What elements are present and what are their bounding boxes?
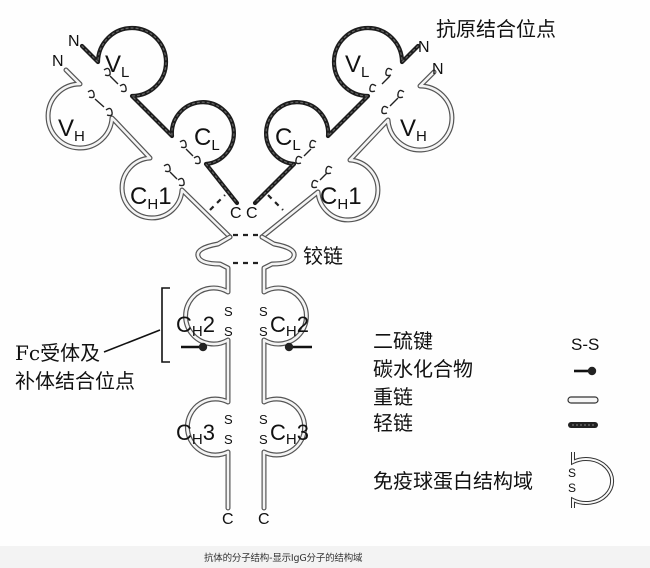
c-terminus-light-right: C [246,205,258,222]
right-heavy-chain [259,69,455,240]
fc-site-label-line1: Fc受体及 [15,341,100,365]
carbohydrate-right [284,342,312,352]
ig-domain-s-bottom: S [568,481,576,495]
domain-ch2-left: CH2 [176,312,215,340]
fc-site-pointer [103,329,161,353]
carbohydrate-icon [574,366,597,376]
ss-ch2-left-top: S [224,304,233,319]
domain-vh-left: VH [58,115,85,145]
domain-vh-right: VH [400,115,427,145]
domain-ch3-left: CH3 [176,420,215,448]
light-chain-icon [568,422,598,428]
n-terminus-heavy-right: N [432,61,444,78]
domain-ch2-right: CH2 [270,312,309,340]
figure-caption: 抗体的分子结构-显示IgG分子的结构域 [204,553,363,564]
c-terminus-light-left: C [230,205,242,222]
ig-domain-s-top: S [568,466,576,480]
c-terminus-heavy-right: C [258,511,270,528]
legend-label-heavy-chain: 重链 [373,385,413,409]
antigen-binding-site-label: 抗原结合位点 [436,17,556,41]
igg-structure-svg: VL VH CL CH1 VL VH CL CH1 CH2 CH2 CH3 CH… [15,17,615,528]
left-light-chain [79,25,240,206]
left-hl-disulfide [209,194,226,211]
right-fab-arm [252,25,455,240]
legend-label-light-chain: 轻链 [373,411,413,435]
domain-cl-right: CL [275,124,301,154]
carbohydrate-left [181,342,208,352]
caption-bar: 抗体的分子结构-显示IgG分子的结构域 [0,546,650,568]
domain-ch1-left: CH1 [130,183,172,213]
domain-ch1-right: CH1 [320,183,362,213]
ss-ch3-right-bot: S [259,432,268,447]
termini-labels: N N N N C C C C [52,33,444,528]
domain-vl-left: VL [105,51,129,81]
right-hl-disulfide [267,194,284,211]
ss-ch2-left-bot: S [224,324,233,339]
ss-ch2-right-top: S [259,304,268,319]
fc-site-bracket [161,287,170,363]
c-terminus-heavy-left: C [222,511,234,528]
hinge-and-fc [183,233,309,511]
legend: 二硫键 S-S 碳水化合物 重链 轻链 免疫球蛋白结构域 S-S S S [373,329,615,508]
n-terminus-light-left: N [68,33,80,50]
ss-ch3-left-bot: S [224,432,233,447]
n-terminus-heavy-left: N [52,53,64,70]
n-terminus-light-right: N [418,39,430,56]
ss-ch3-right-top: S [259,412,268,427]
legend-label-carbohydrate: 碳水化合物 [373,357,473,381]
legend-label-disulfide: 二硫键 [373,329,433,353]
fc-disulfide-labels: S S S S S S S S [224,304,268,447]
domain-ch3-right: CH3 [270,420,309,448]
domain-cl-left: CL [194,124,220,154]
legend-label-ig-domain: 免疫球蛋白结构域 [373,469,533,493]
legend-symbol-disulfide: S-S [571,335,599,354]
ss-ch2-right-bot: S [259,324,268,339]
antibody-diagram: VL VH CL CH1 VL VH CL CH1 CH2 CH2 CH3 CH… [15,17,615,528]
hinge-label: 铰链 [303,244,343,268]
domain-vl-right: VL [345,51,369,81]
ss-ch3-left-top: S [224,412,233,427]
right-light-chain [252,25,421,206]
left-fab-arm [45,25,240,240]
right-disulfide-coils [295,67,405,189]
heavy-chain-icon [567,396,599,404]
fc-site-label-line2: 补体结合位点 [15,369,135,393]
left-disulfide-coils [87,67,201,187]
ig-domain-icon: S-S S S [568,452,615,508]
left-heavy-chain [45,67,233,240]
